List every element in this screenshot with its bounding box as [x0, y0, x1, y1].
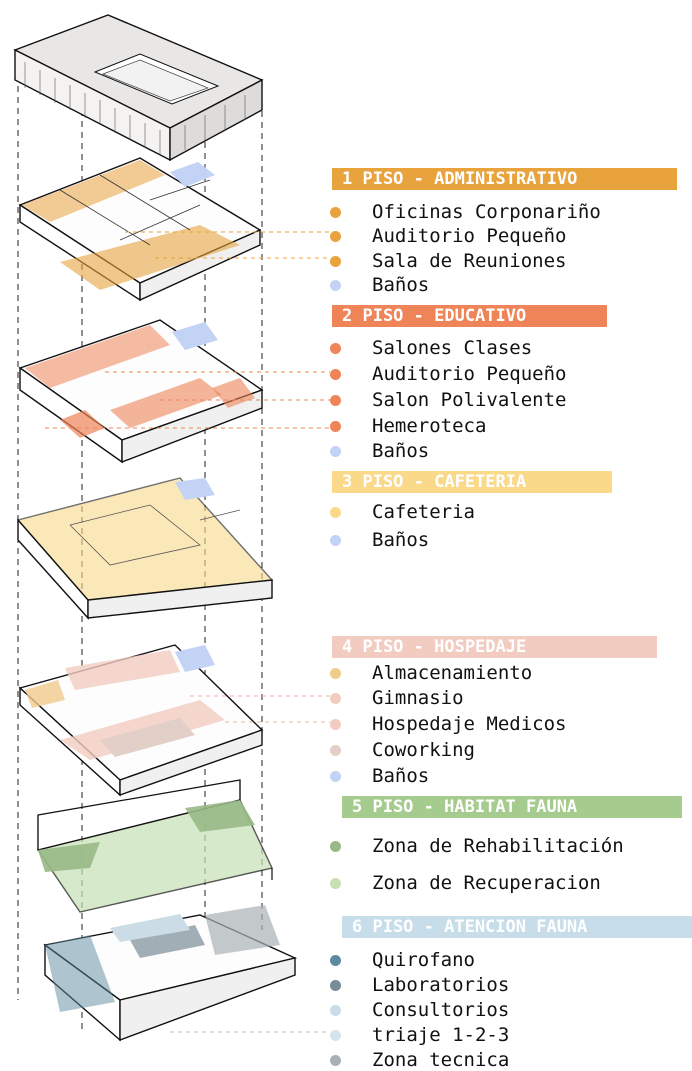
floor-4-drawing	[18, 644, 330, 797]
roof-slab	[13, 14, 264, 162]
floor-6-drawing	[43, 905, 330, 1042]
floor-5-drawing	[36, 779, 274, 913]
floor-3-drawing	[16, 477, 274, 620]
floor-2-drawing	[18, 319, 330, 464]
floor-1-drawing	[18, 157, 330, 302]
